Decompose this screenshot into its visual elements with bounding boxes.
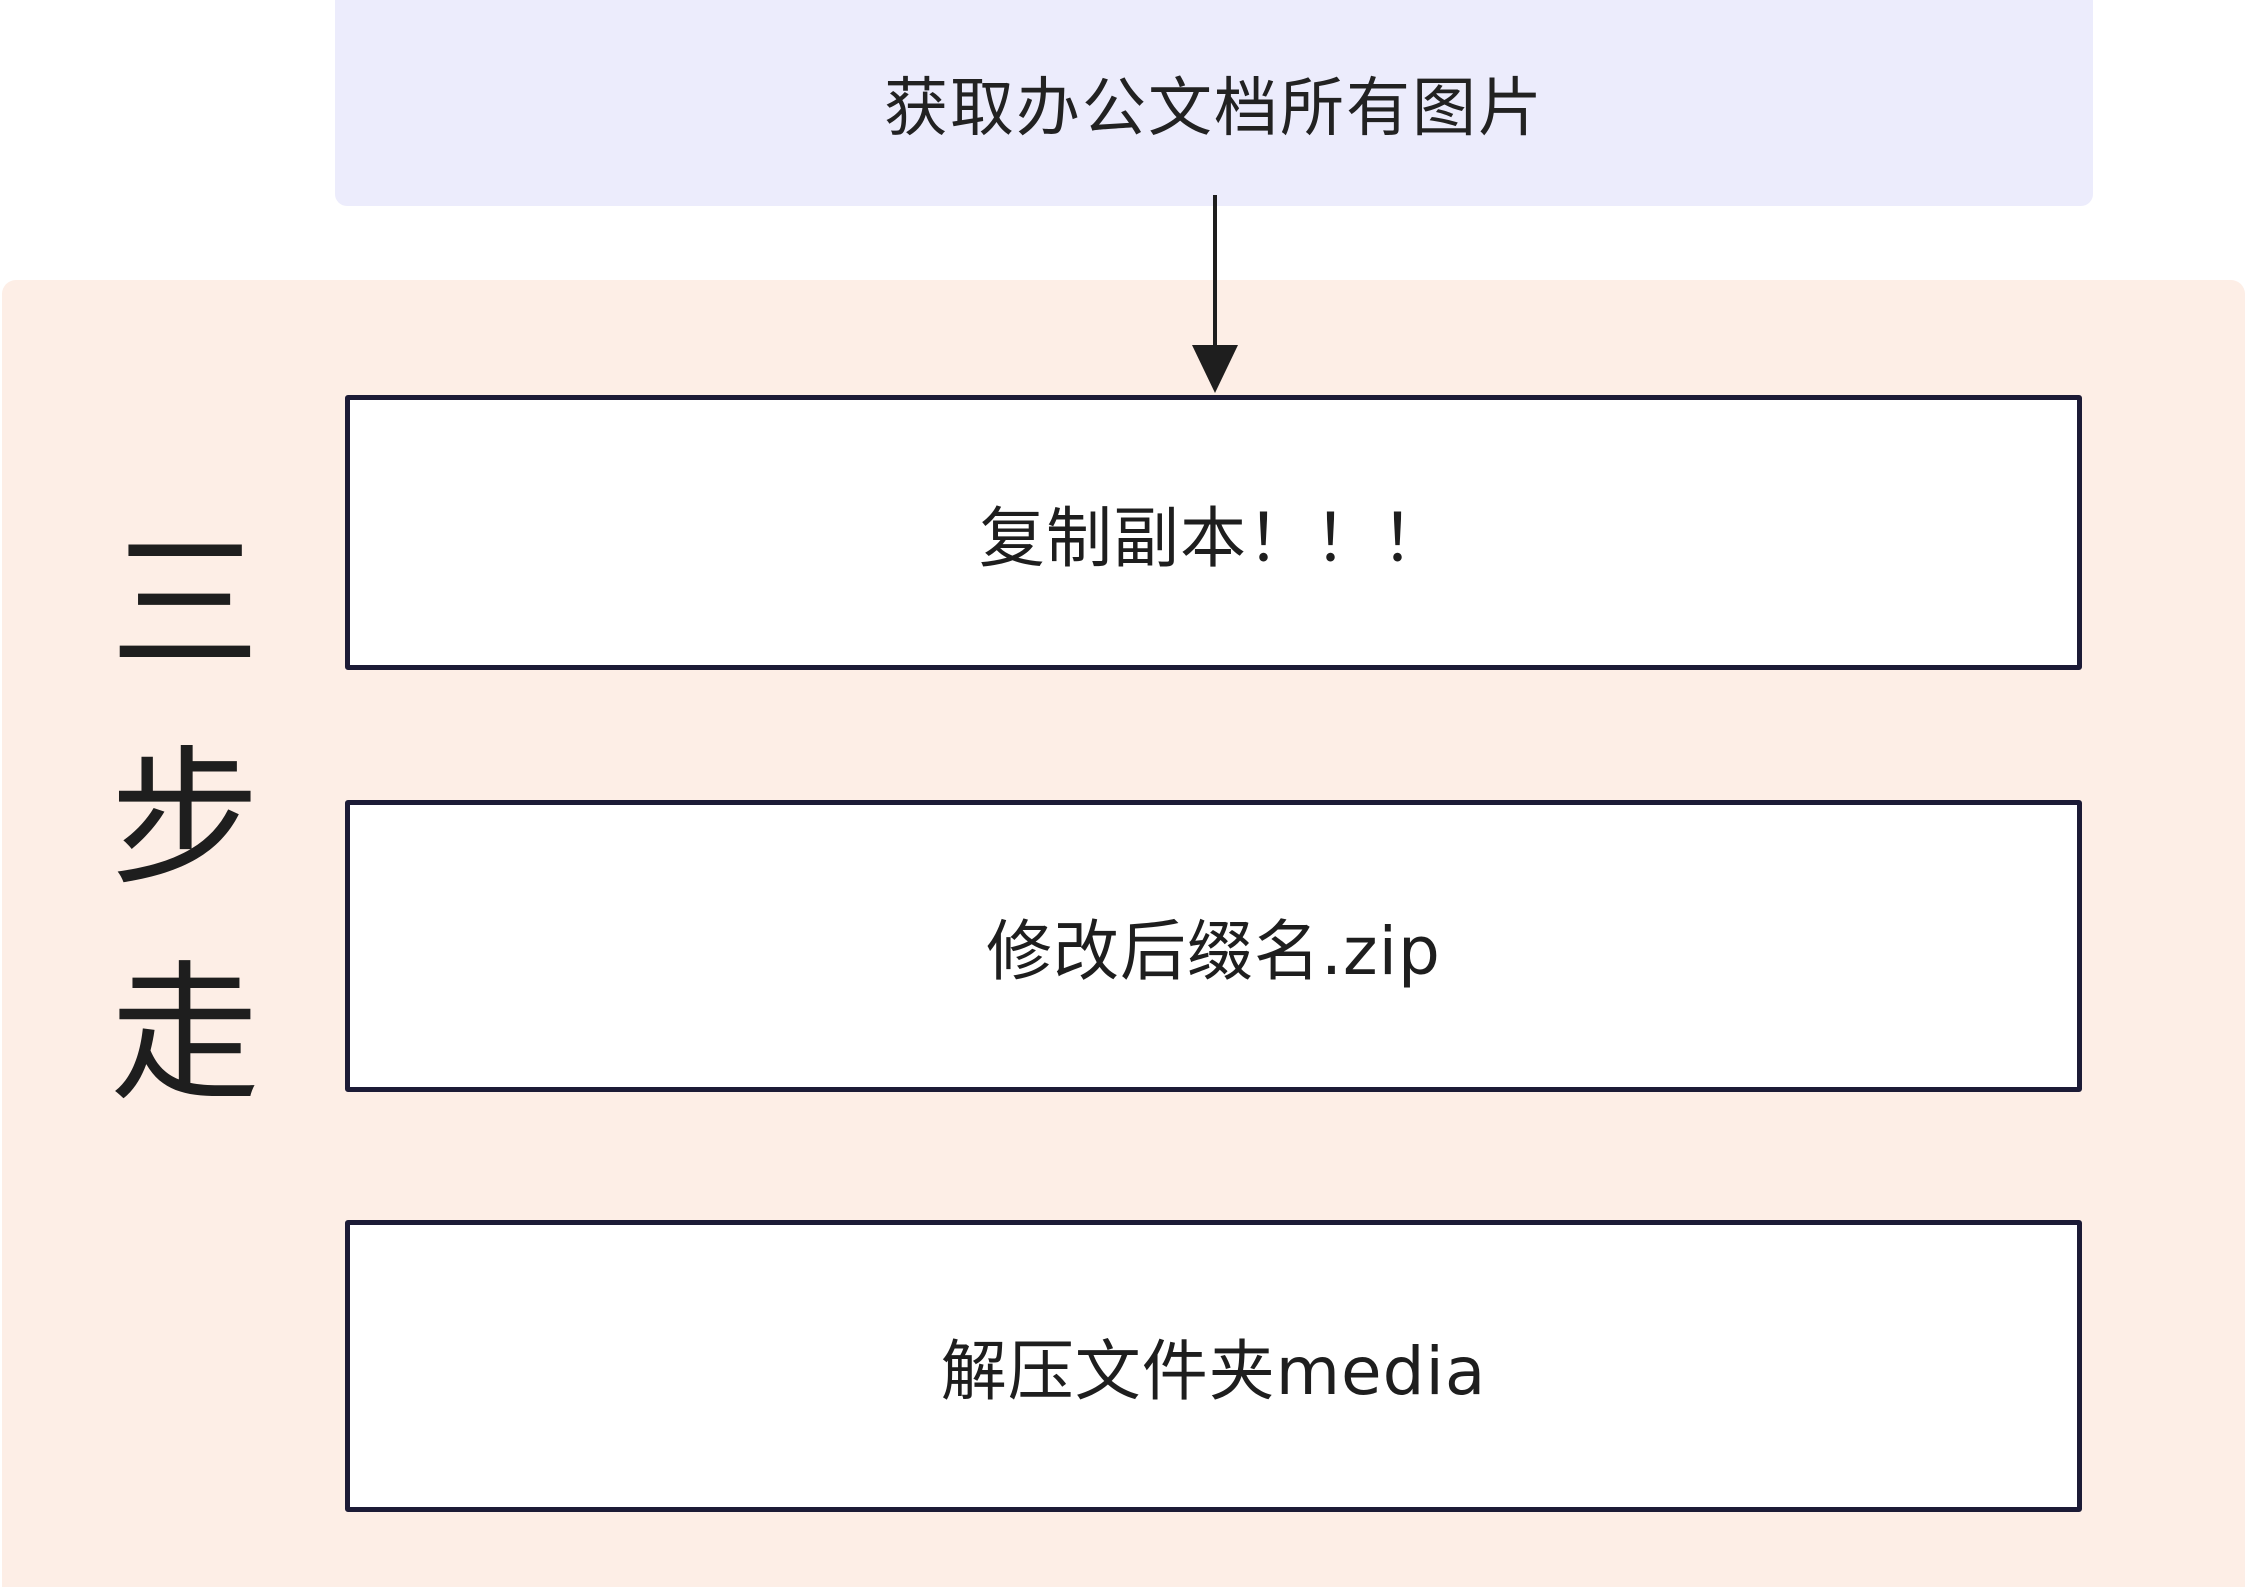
group-title: 三 步 走 bbox=[90, 520, 280, 1120]
step-box-unzip[interactable]: 解压文件夹media bbox=[345, 1220, 2082, 1512]
step-box-copy[interactable]: 复制副本！！！ bbox=[345, 395, 2082, 670]
connector-arrow-head bbox=[1192, 345, 1238, 393]
group-title-char-2: 步 bbox=[109, 733, 260, 907]
connector-arrow bbox=[1192, 195, 1238, 393]
group-title-char-3: 走 bbox=[109, 948, 260, 1122]
step-label-copy: 复制副本！！！ bbox=[979, 499, 1448, 577]
top-node-label: 获取办公文档所有图片 bbox=[884, 72, 1544, 146]
group-title-char-1: 三 bbox=[109, 518, 260, 692]
step-label-rename: 修改后缀名.zip bbox=[986, 913, 1441, 990]
step-label-unzip: 解压文件夹media bbox=[940, 1333, 1487, 1410]
top-node[interactable]: 获取办公文档所有图片 bbox=[335, 0, 2093, 206]
step-box-rename[interactable]: 修改后缀名.zip bbox=[345, 800, 2082, 1092]
